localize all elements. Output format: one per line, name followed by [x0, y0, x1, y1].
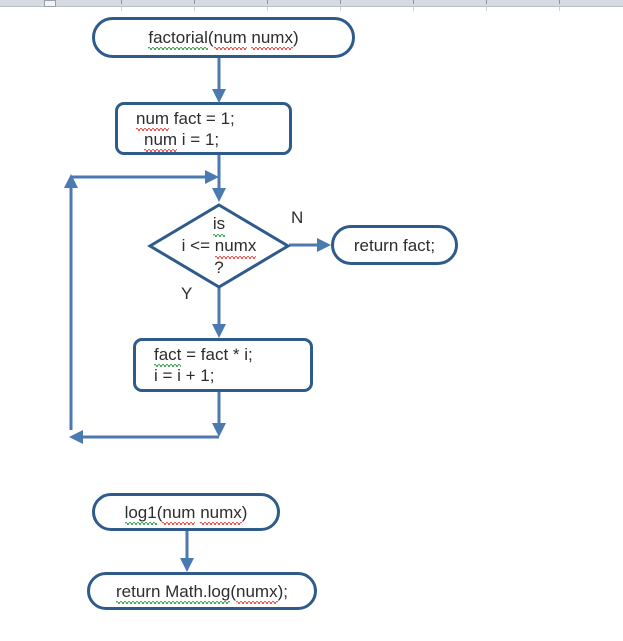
arrowhead-down [212, 188, 226, 202]
ruler-indent-marker[interactable] [44, 0, 56, 7]
shape-text: return fact; [353, 235, 436, 255]
text-part: numx [251, 28, 293, 50]
decision-shape [147, 203, 291, 289]
branch-label-no: N [291, 208, 304, 227]
terminator-log1-start[interactable]: log1(num numx) [92, 493, 280, 531]
text-part: numx [236, 581, 278, 604]
ruler-tab-stop [559, 7, 560, 11]
ruler-tick [121, 0, 122, 4]
ruler-tab-stop [413, 7, 414, 11]
arrowhead-up [64, 174, 78, 188]
terminator-log1-return[interactable]: return Math.log(numx); [87, 572, 317, 610]
text-part: i = 1; [177, 129, 220, 149]
text-part: = fact * i; [181, 345, 253, 364]
text-part: ) [241, 502, 248, 522]
arrowhead-left [69, 430, 83, 444]
shape-text-line: i = i + 1; [154, 366, 215, 385]
text-part: factorial [148, 28, 208, 50]
arrowhead-down [212, 324, 226, 338]
decision-loop-condition[interactable]: is i <= numx ? [147, 202, 291, 290]
text-part: log1 [124, 502, 157, 525]
text-part: ( [207, 28, 214, 47]
text-part: ) [292, 28, 299, 47]
ruler-tick [559, 0, 560, 4]
ruler-tick [340, 0, 341, 4]
text-part: num [213, 28, 247, 50]
arrowhead-right [205, 170, 219, 184]
text-part: return Math.log [116, 581, 231, 604]
terminator-return-fact[interactable]: return fact; [331, 225, 458, 265]
ruler-tick [486, 0, 487, 4]
ruler-tab-stop [121, 7, 122, 11]
text-part: num [144, 129, 178, 152]
text-part: num [162, 502, 196, 525]
ruler-tick [413, 0, 414, 4]
branch-label-yes: Y [181, 284, 193, 303]
text-part: ( [230, 581, 237, 601]
terminator-factorial-start[interactable]: factorial(num numx) [92, 17, 355, 58]
ruler-tab-stop [340, 7, 341, 11]
text-part: numx [200, 502, 242, 525]
text-part: fact [154, 345, 182, 367]
shape-text-line: num i = 1; [136, 129, 220, 152]
process-loop-body[interactable]: fact = fact * i; i = i + 1; [133, 338, 313, 392]
arrowhead-down [212, 89, 226, 103]
text-part: fact = 1; [169, 108, 235, 128]
text-part: num [136, 108, 170, 131]
shape-text: return Math.log(numx); [116, 581, 288, 604]
shape-text-line: num fact = 1; [136, 108, 235, 131]
shape-text-line: fact = fact * i; [154, 344, 253, 367]
shape-text: factorial(num numx) [148, 27, 299, 50]
text-part: ); [277, 581, 288, 601]
shape-text: log1(num numx) [124, 502, 248, 525]
ruler-tab-stop [486, 7, 487, 11]
ruler-tick [194, 0, 195, 4]
arrowhead-down [212, 423, 226, 437]
ruler-tab-stop [267, 7, 268, 11]
ruler-tab-stop [194, 7, 195, 11]
text-part: ( [156, 502, 163, 522]
word-ruler[interactable] [0, 0, 623, 7]
arrowhead-down [180, 558, 194, 572]
ruler-tick [267, 0, 268, 4]
process-initialize-variables[interactable]: num fact = 1; num i = 1; [115, 102, 292, 155]
arrowhead-right [317, 238, 331, 252]
